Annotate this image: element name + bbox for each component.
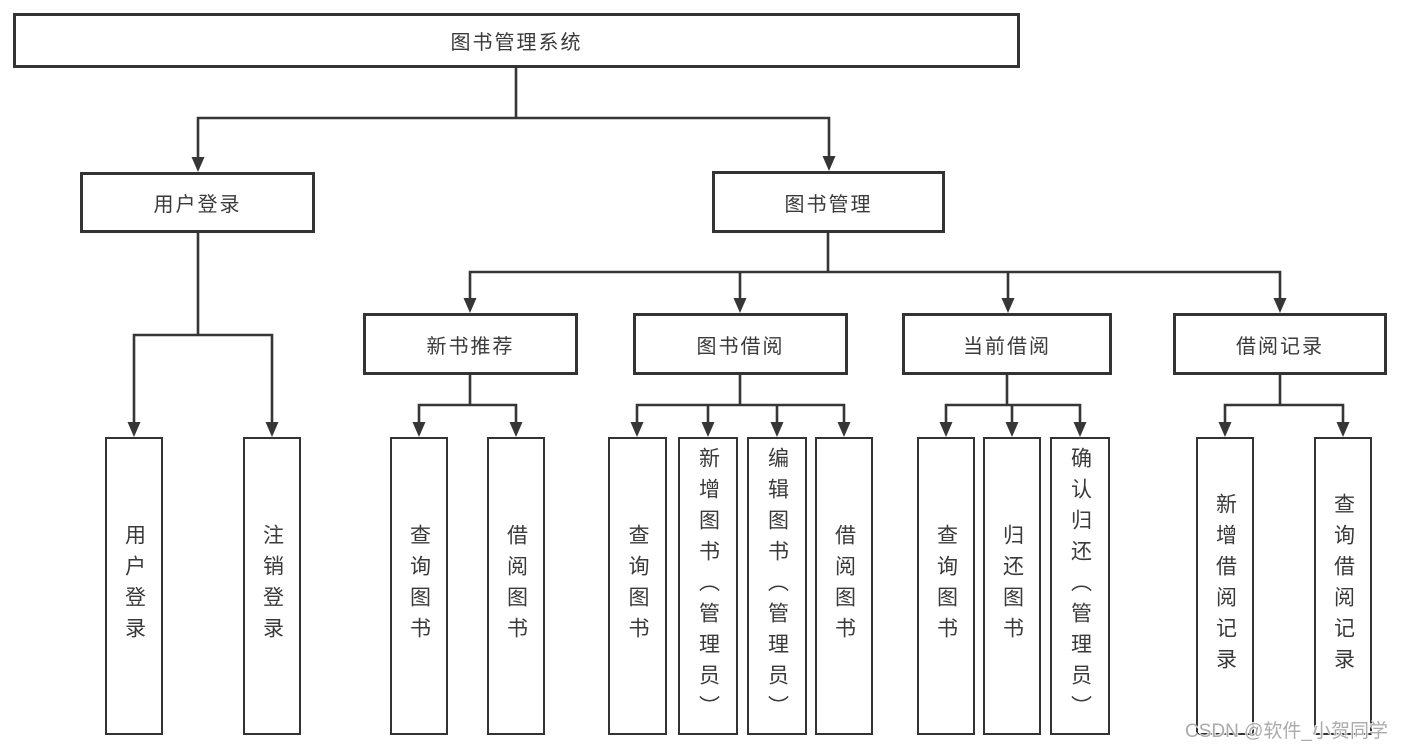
- leaf-rec-borrow-books-label: 借阅图书: [504, 524, 528, 648]
- leaf-rec-query-books-label: 查询图书: [407, 524, 431, 648]
- leaf-br-query-record-label: 查询借阅记录: [1331, 493, 1355, 679]
- leaf-rec-query-books: 查询图书: [390, 437, 448, 735]
- leaf-user-login-label: 用户登录: [122, 524, 146, 648]
- leaf-br-add-record: 新增借阅记录: [1196, 437, 1254, 735]
- node-new-book-recommend: 新书推荐: [363, 313, 578, 375]
- node-book-borrow-label: 图书借阅: [696, 335, 785, 358]
- leaf-cb-return-books-label: 归还图书: [1000, 524, 1024, 648]
- leaf-bb-edit-books-admin-label: 编辑图书（管理员）: [765, 446, 789, 726]
- leaf-cb-query-books: 查询图书: [917, 437, 975, 735]
- node-root-label: 图书管理系统: [450, 32, 583, 54]
- node-book-management-label: 图书管理: [784, 193, 873, 216]
- leaf-cb-query-books-label: 查询图书: [934, 524, 958, 648]
- node-book-management: 图书管理: [712, 171, 945, 233]
- node-borrow-record: 借阅记录: [1173, 313, 1387, 375]
- leaf-cb-confirm-return-admin-label: 确认归还（管理员）: [1068, 446, 1092, 726]
- leaf-bb-borrow-books: 借阅图书: [815, 437, 873, 735]
- node-user-login: 用户登录: [80, 172, 315, 233]
- leaf-bb-add-books-admin: 新增图书（管理员）: [678, 437, 738, 735]
- node-user-login-label: 用户登录: [153, 194, 242, 216]
- node-current-borrow: 当前借阅: [902, 313, 1112, 375]
- leaf-rec-borrow-books: 借阅图书: [487, 437, 545, 735]
- leaf-bb-query-books-label: 查询图书: [626, 524, 649, 648]
- leaf-bb-borrow-books-label: 借阅图书: [832, 524, 856, 648]
- leaf-bb-add-books-admin-label: 新增图书（管理员）: [696, 446, 720, 726]
- leaf-br-add-record-label: 新增借阅记录: [1213, 493, 1237, 679]
- node-current-borrow-label: 当前借阅: [963, 335, 1051, 358]
- leaf-bb-edit-books-admin: 编辑图书（管理员）: [747, 437, 807, 735]
- leaf-br-query-record: 查询借阅记录: [1314, 437, 1372, 735]
- connector-lines: [132, 68, 1345, 424]
- leaf-user-login: 用户登录: [105, 437, 163, 735]
- node-book-borrow: 图书借阅: [633, 313, 848, 375]
- node-borrow-record-label: 借阅记录: [1236, 335, 1324, 358]
- leaf-cb-return-books: 归还图书: [983, 437, 1041, 735]
- leaf-logout: 注销登录: [243, 437, 301, 735]
- leaf-logout-label: 注销登录: [260, 524, 284, 648]
- csdn-watermark: CSDN @软件_小贺同学: [1185, 721, 1388, 742]
- node-root: 图书管理系统: [13, 13, 1020, 68]
- leaf-cb-confirm-return-admin: 确认归还（管理员）: [1050, 437, 1110, 735]
- node-new-book-recommend-label: 新书推荐: [426, 335, 515, 358]
- leaf-bb-query-books: 查询图书: [608, 437, 667, 735]
